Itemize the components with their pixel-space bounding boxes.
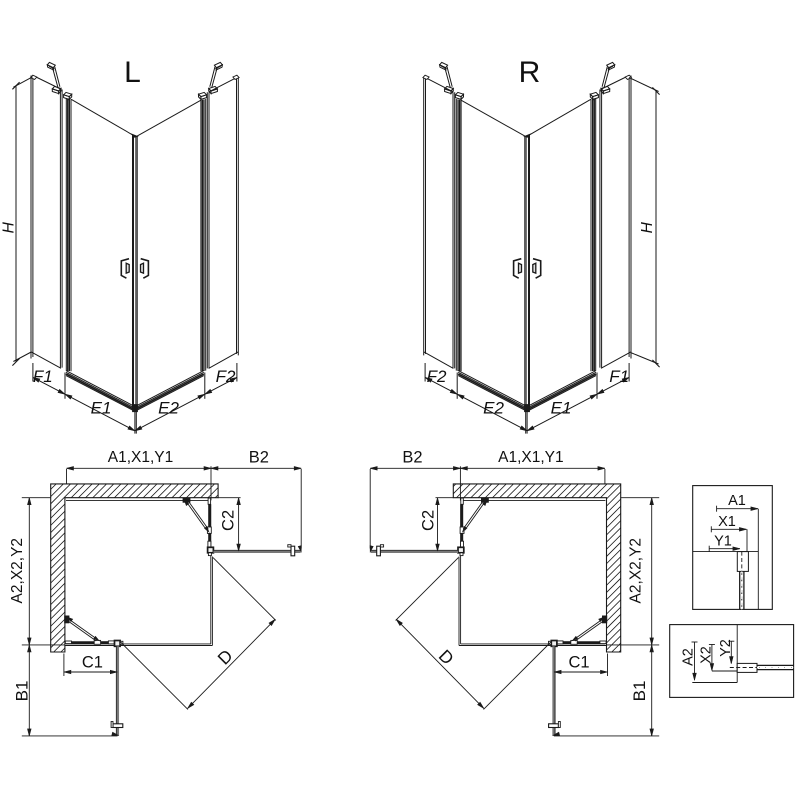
svg-text:X1: X1 <box>718 514 736 530</box>
svg-text:F2: F2 <box>216 367 236 386</box>
svg-text:Y1: Y1 <box>714 534 732 550</box>
svg-text:E2: E2 <box>158 399 179 418</box>
svg-text:A2: A2 <box>681 648 697 666</box>
svg-text:C2: C2 <box>219 510 237 531</box>
svg-text:B2: B2 <box>402 449 422 467</box>
svg-text:F1: F1 <box>33 367 53 386</box>
svg-text:C1: C1 <box>82 654 103 672</box>
svg-text:F1: F1 <box>609 367 629 386</box>
svg-text:C1: C1 <box>568 654 589 672</box>
svg-text:R: R <box>519 56 541 89</box>
svg-text:A2,X2,Y2: A2,X2,Y2 <box>628 538 645 604</box>
svg-text:A1,X1,Y1: A1,X1,Y1 <box>108 449 174 466</box>
svg-text:H: H <box>639 221 656 233</box>
svg-text:E1: E1 <box>91 399 112 418</box>
svg-text:Y2: Y2 <box>718 639 734 657</box>
svg-text:H: H <box>1 221 18 233</box>
svg-text:A1,X1,Y1: A1,X1,Y1 <box>498 449 564 466</box>
svg-text:L: L <box>124 56 141 89</box>
svg-text:A1: A1 <box>728 493 746 509</box>
svg-text:A2,X2,Y2: A2,X2,Y2 <box>9 538 26 604</box>
svg-text:E2: E2 <box>483 399 504 418</box>
svg-text:B2: B2 <box>249 449 269 467</box>
svg-text:C2: C2 <box>420 510 438 531</box>
svg-text:B1: B1 <box>13 681 32 702</box>
svg-text:B1: B1 <box>630 681 649 702</box>
svg-text:F2: F2 <box>427 367 447 386</box>
svg-text:E1: E1 <box>551 399 572 418</box>
svg-text:X2: X2 <box>699 646 715 664</box>
